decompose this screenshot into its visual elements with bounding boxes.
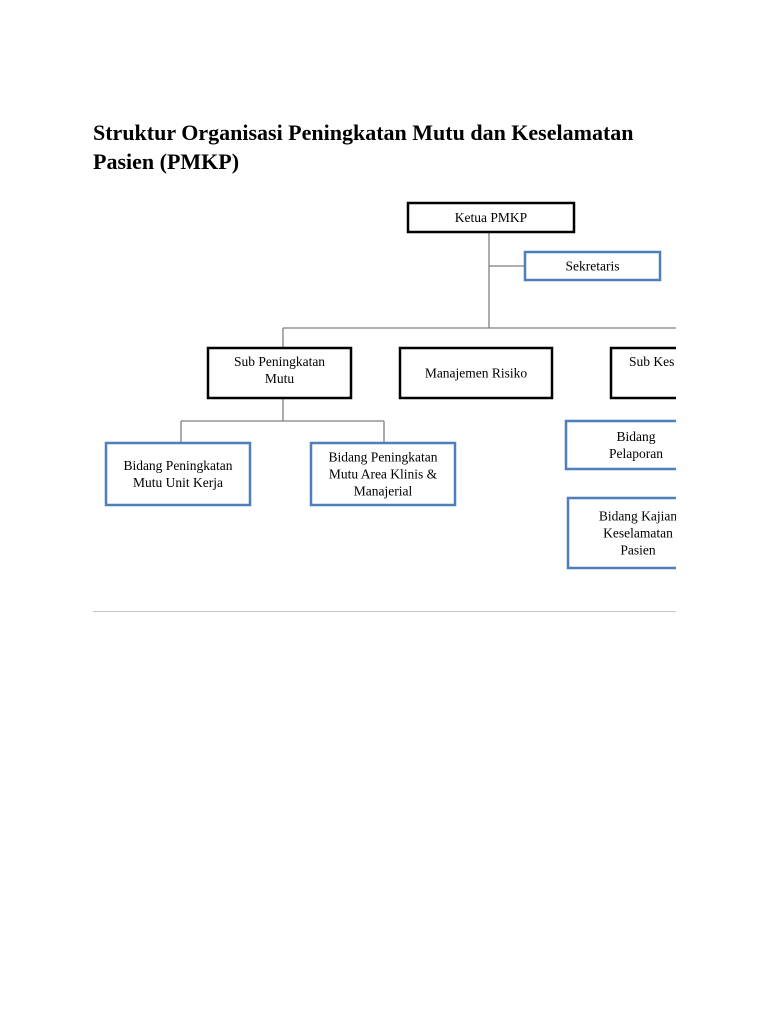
org-node-box (609, 346, 676, 400)
org-node-label: Sub Kes (629, 354, 674, 369)
org-node-label: Manajemen Risiko (425, 366, 528, 381)
org-node-label: Sub Peningkatan (234, 354, 325, 369)
org-node-label: Ketua PMKP (455, 210, 527, 225)
org-node-box (398, 346, 554, 400)
org-node-box (523, 250, 662, 282)
org-node-box (309, 441, 457, 507)
org-node-ketua: Ketua PMKP (406, 201, 576, 234)
org-node-label: Bidang Peningkatan (123, 458, 232, 473)
org-node-label: Mutu (265, 371, 295, 386)
org-node-label: Sekretaris (566, 259, 620, 274)
org-node-label: Pelaporan (609, 446, 663, 461)
connector-lines (180, 232, 676, 443)
org-node-label: Bidang (617, 429, 656, 444)
org-node-box (564, 419, 676, 471)
document-title: Struktur Organisasi Peningkatan Mutu dan… (93, 120, 634, 174)
org-node-label: Keselamatan (603, 526, 673, 541)
org-node-box (406, 201, 576, 234)
org-node-label: Mutu Unit Kerja (133, 475, 223, 490)
org-node-label: Mutu Area Klinis & (329, 467, 438, 482)
org-node-manajemen-risiko: Manajemen Risiko (398, 346, 554, 400)
org-node-sekretaris: Sekretaris (523, 250, 662, 282)
org-node-box (206, 346, 353, 400)
org-node-box (104, 441, 252, 507)
section-divider (93, 611, 676, 612)
org-node-label: Manajerial (354, 484, 413, 499)
org-node-label: Pasien (620, 543, 655, 558)
org-node-sub-keselamatan: Sub Kes (609, 346, 676, 400)
org-node-box (566, 496, 676, 570)
org-node-label: Bidang Kajian (599, 509, 676, 524)
org-node-label: Bidang Peningkatan (328, 450, 437, 465)
